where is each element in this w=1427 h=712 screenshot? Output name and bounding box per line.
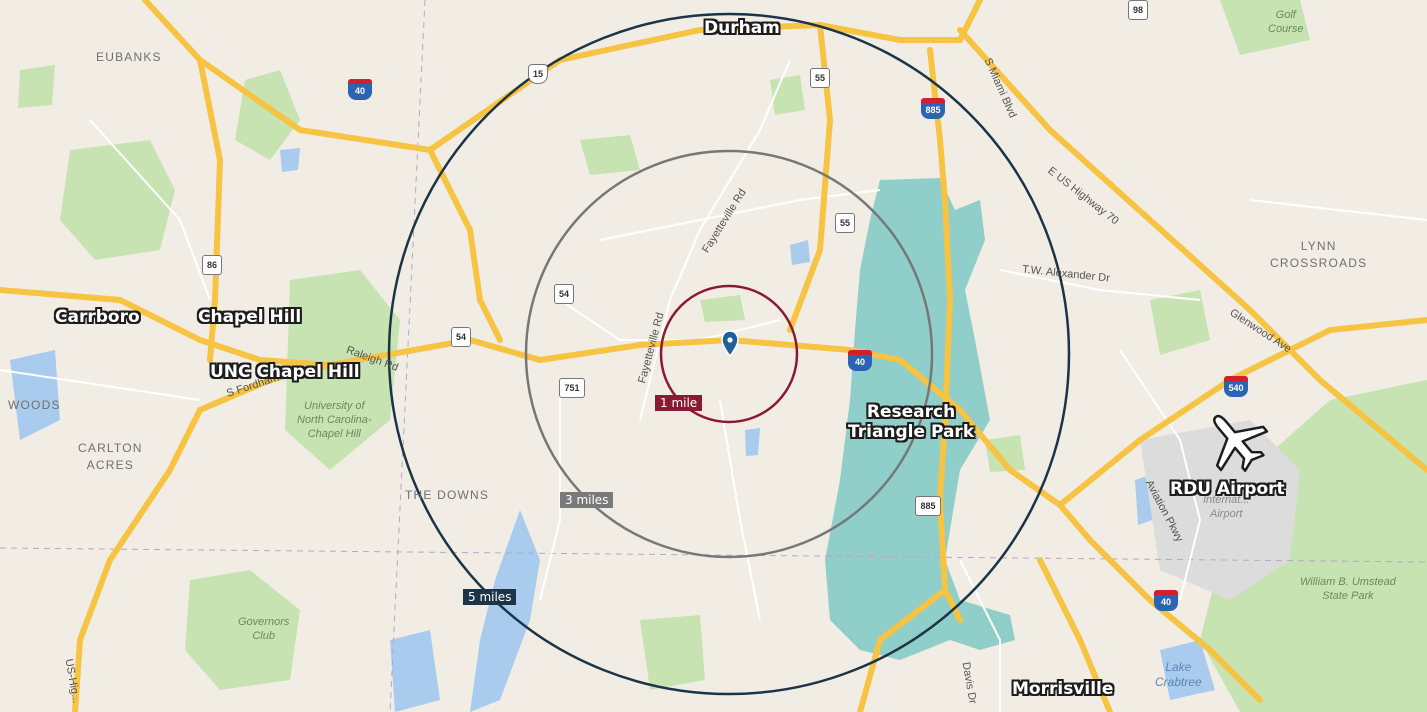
park-areas — [18, 0, 1427, 712]
water-bodies — [10, 148, 1215, 712]
city-label-chapel-hill[interactable]: Chapel Hill — [198, 307, 302, 327]
state-route-shield-54: 54 — [554, 284, 574, 304]
radius-label-5-miles: 5 miles — [463, 589, 517, 605]
us-route-shield-15: 15 — [528, 64, 548, 84]
radius-label-1-mile: 1 mile — [655, 395, 703, 411]
city-label-unc-chapel-hill[interactable]: UNC Chapel Hill — [210, 362, 360, 382]
ring-1-mile — [659, 284, 799, 424]
interstate-shield-40: 40 — [848, 350, 872, 372]
state-route-shield-86: 86 — [202, 255, 222, 275]
radius-label-3-miles: 3 miles — [560, 492, 614, 508]
state-route-shield-55: 55 — [810, 68, 830, 88]
minor-roads — [0, 59, 1427, 712]
interstate-shield-885: 885 — [921, 98, 945, 120]
area-label-the-downs: THE DOWNS — [405, 488, 490, 502]
interstate-shield-40: 40 — [1154, 590, 1178, 612]
state-route-shield-98: 98 — [1128, 0, 1148, 20]
city-label-carrboro[interactable]: Carrboro — [55, 307, 140, 327]
city-label-durham[interactable]: Durham — [704, 18, 780, 38]
ring-5-miles — [387, 12, 1071, 696]
state-route-shield-751: 751 — [559, 378, 585, 398]
ring-3-miles — [524, 149, 934, 559]
interstate-shield-540: 540 — [1224, 376, 1248, 398]
airplane-icon — [1213, 414, 1269, 472]
city-label-morrisville[interactable]: Morrisville — [1012, 679, 1114, 699]
map-pin-icon[interactable] — [721, 330, 739, 358]
state-route-shield-54: 54 — [451, 327, 471, 347]
city-label-rdu-airport[interactable]: RDU Airport — [1170, 479, 1285, 499]
park-label-airport: Internat...Airport — [1203, 494, 1250, 520]
area-label-eubanks: EUBANKS — [96, 50, 162, 64]
interstate-shield-40: 40 — [348, 79, 372, 101]
area-label-woods: WOODS — [8, 398, 61, 412]
state-route-shield-55: 55 — [835, 213, 855, 233]
airport-grounds — [1140, 420, 1300, 600]
state-route-shield-885: 885 — [915, 496, 941, 516]
